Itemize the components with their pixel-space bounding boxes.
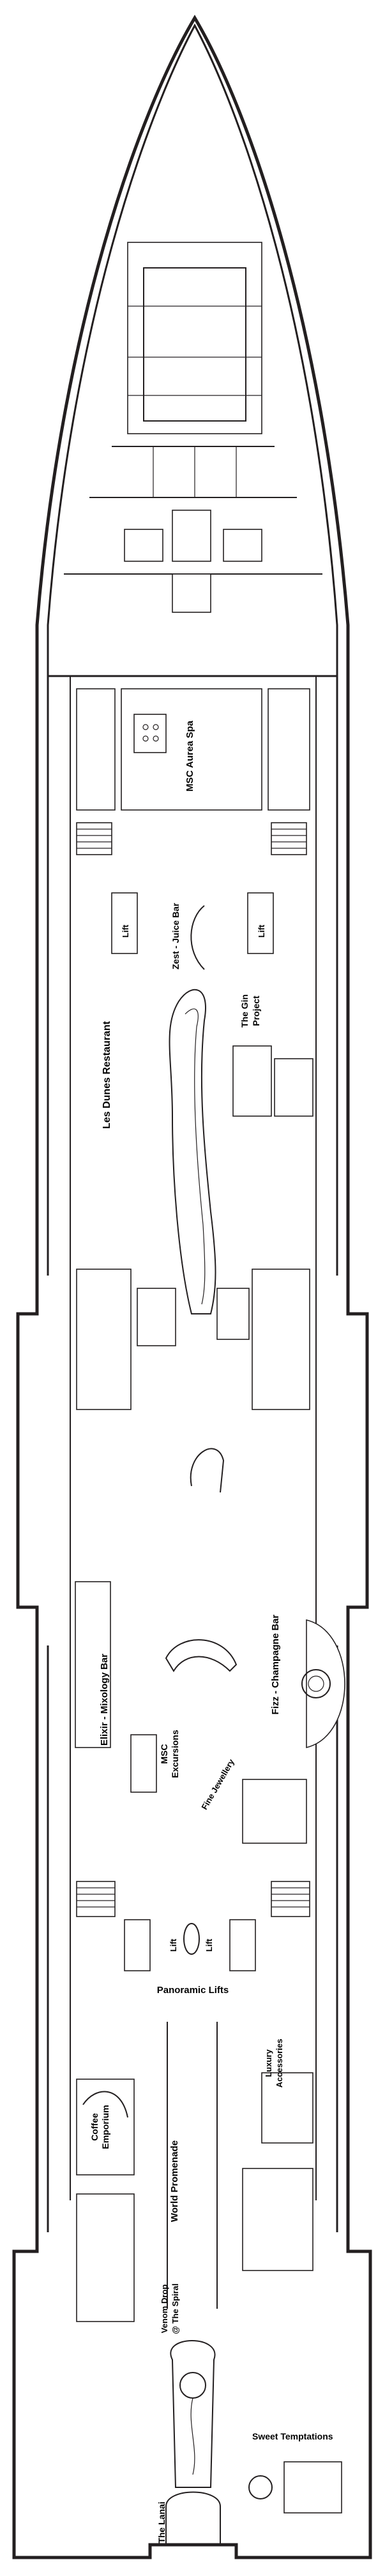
atrium-inner [185,1008,206,1305]
label-luxury-1: Luxury [264,2049,273,2077]
gin-project-bar [274,1058,313,1117]
label-world-promenade: World Promenade [169,2140,180,2222]
label-excursions-2: Excursions [170,1730,180,1778]
label-venom-1: Venom Drop [160,2285,169,2334]
hull-outline [12,15,372,2559]
lift-mid-left-shaft [124,1919,151,1971]
label-les-dunes: Les Dunes Restaurant [102,1020,112,1129]
excursions-room [130,1734,157,1793]
label-lift-fwd-right: Lift [257,924,266,938]
zest-curve [190,905,205,970]
excursions-desk [165,1639,238,1672]
mid-stairs [76,1881,310,1917]
label-lift-mid-left: Lift [169,1938,178,1952]
central-atrium [169,989,216,1314]
bow-structures [64,242,322,613]
spa-block [76,688,310,811]
bow-inner-outline [47,23,338,677]
label-coffee-2: Emporium [100,2105,110,2149]
label-lift-fwd-left: Lift [121,924,130,938]
label-lift-mid-right: Lift [204,1938,214,1952]
lift-mid-right-shaft [229,1919,256,1971]
label-sweet-temptations: Sweet Temptations [252,2431,333,2441]
elixir-bar [75,1581,111,1748]
lift-fwd-left-shaft [111,892,138,954]
label-zest: Zest - Juice Bar [170,902,181,969]
venom-drop-slide [170,2340,216,2488]
lift-fwd-right-shaft [247,892,274,954]
corridors [47,676,338,2232]
label-fizz: Fizz - Champagne Bar [270,1614,281,1714]
panoramic-lift-oval [183,1923,200,1955]
midship-blocks [76,1269,310,1493]
aft-promenade [76,2022,313,2322]
fizz-bar [301,1619,345,1749]
label-luxury-2: Accessories [275,2039,284,2088]
label-coffee-1: Coffee [89,2113,100,2141]
lanai-deck [165,2491,221,2545]
sweet-temptations-area [248,2461,342,2513]
label-gin-project-2: Project [251,996,261,1026]
jewellery-shop [242,1779,307,1844]
label-excursions-1: MSC [159,1744,169,1763]
gin-project-room [232,1045,272,1117]
label-venom-2: @ The Spiral [170,2283,180,2334]
forward-stairs [76,822,307,855]
label-panoramic-lifts: Panoramic Lifts [157,1985,229,1996]
label-aurea-spa: MSC Aurea Spa [185,720,195,791]
label-gin-project-1: The Gin [239,994,250,1027]
label-elixir: Elixir - Mixology Bar [99,1654,110,1746]
label-lanai: The Lanai [156,2501,167,2543]
